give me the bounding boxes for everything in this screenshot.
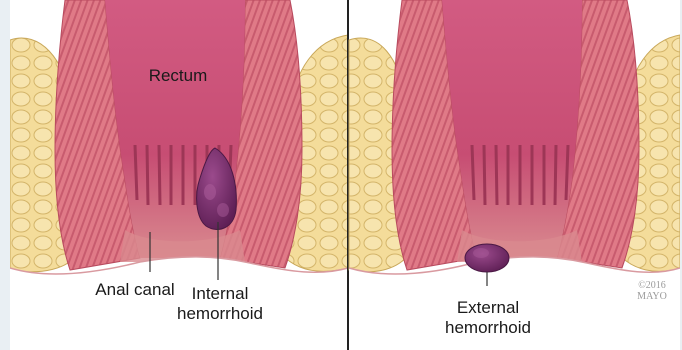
label-external-hemorrhoid: External hemorrhoid [426, 298, 550, 338]
label-internal-hemorrhoid: Internal hemorrhoid [158, 284, 282, 324]
illustration-frame: Rectum Anal canal Internal hemorrhoid Ex… [10, 0, 680, 350]
external-hemorrhoid-shape [465, 244, 509, 272]
copyright-credit: ©2016 MAYO [628, 280, 676, 302]
label-rectum: Rectum [122, 66, 234, 86]
